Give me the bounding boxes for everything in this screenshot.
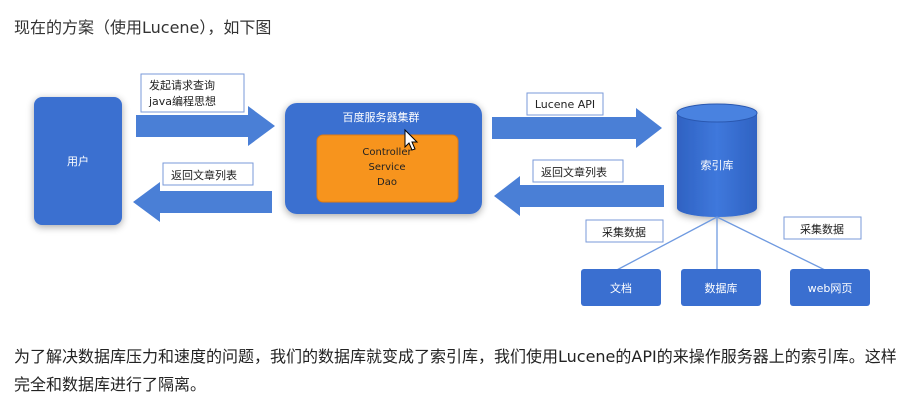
user-label: 用户 bbox=[67, 154, 89, 168]
collect-label-right: 采集数据 bbox=[800, 222, 844, 236]
page-heading: 现在的方案（使用Lucene），如下图 bbox=[14, 18, 272, 37]
return-arrow-right bbox=[494, 176, 664, 216]
lucene-api-arrow bbox=[492, 108, 662, 148]
lucene-api-label-box: Lucene API bbox=[526, 92, 604, 116]
collect-label-left-box: 采集数据 bbox=[585, 219, 664, 243]
request-label-box: 发起请求查询 java编程思想 bbox=[140, 73, 245, 113]
source-documents: 文档 bbox=[581, 269, 661, 306]
mouse-cursor-icon bbox=[404, 128, 419, 151]
request-label-line1: 发起请求查询 bbox=[149, 78, 215, 92]
inner-dao: Dao bbox=[377, 177, 397, 188]
request-arrow bbox=[136, 106, 275, 146]
index-database-label: 索引库 bbox=[701, 158, 734, 172]
index-database-node: 索引库 bbox=[676, 103, 758, 217]
source-webpages: web网页 bbox=[790, 269, 870, 306]
collect-label-left: 采集数据 bbox=[602, 225, 646, 239]
user-node: 用户 bbox=[34, 97, 122, 225]
return-arrow-left bbox=[133, 182, 272, 222]
lucene-api-label: Lucene API bbox=[535, 98, 595, 111]
server-cluster-node: 百度服务器集群 Controller Service Dao bbox=[285, 103, 482, 214]
source-database: 数据库 bbox=[681, 269, 761, 306]
collect-label-right-box: 采集数据 bbox=[783, 216, 862, 240]
return-label-right: 返回文章列表 bbox=[541, 165, 607, 179]
collect-connectors bbox=[612, 216, 830, 273]
return-label-left: 返回文章列表 bbox=[171, 168, 237, 182]
explanation-paragraph: 为了解决数据库压力和速度的问题，我们的数据库就变成了索引库，我们使用Lucene… bbox=[14, 347, 897, 394]
request-label-line2: java编程思想 bbox=[148, 94, 216, 108]
server-cluster-label: 百度服务器集群 bbox=[343, 110, 420, 124]
source-documents-label: 文档 bbox=[610, 281, 632, 295]
source-database-label: 数据库 bbox=[705, 281, 738, 295]
inner-controller: Controller bbox=[362, 147, 412, 158]
source-webpages-label: web网页 bbox=[808, 282, 853, 295]
architecture-diagram: 用户 发起请求查询 java编程思想 返回文章列表 百度服务器集群 Contro… bbox=[34, 73, 870, 306]
return-label-left-box: 返回文章列表 bbox=[162, 162, 254, 186]
return-label-right-box: 返回文章列表 bbox=[532, 159, 624, 183]
inner-service: Service bbox=[369, 162, 406, 173]
